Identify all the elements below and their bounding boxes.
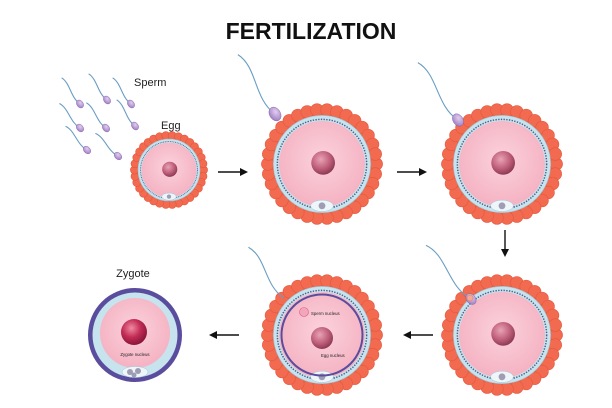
sperm [116, 99, 139, 131]
sperm-swarm [59, 73, 139, 161]
sperm-label: Sperm [134, 77, 166, 89]
sperm [85, 102, 110, 133]
polar-bodies [161, 192, 177, 201]
egg-stage-pronuclei [248, 246, 383, 396]
sperm [61, 77, 84, 109]
arrow-left-1 [403, 331, 433, 339]
zygote [88, 288, 182, 382]
zygote-nucleus [121, 319, 147, 345]
arrow-right-2 [397, 168, 427, 176]
egg-nucleus [311, 151, 335, 175]
sperm [95, 132, 123, 161]
vitelline-membrane [140, 141, 198, 199]
polar-bodies [310, 199, 334, 212]
vitelline-membrane [276, 118, 368, 210]
egg-label: Egg [161, 120, 181, 132]
vitelline-membrane [276, 289, 368, 381]
sperm [417, 62, 464, 127]
egg-stage-sperm-penetration [417, 62, 563, 225]
egg-nucleus [162, 161, 178, 177]
egg-stage-unfertilized [130, 131, 208, 209]
sperm [65, 125, 91, 155]
egg-pronucleus [311, 327, 333, 349]
page-title: FERTILIZATION [226, 18, 397, 44]
zygote-nucleus-label: Zygote nucleus [120, 352, 149, 357]
polar-bodies [490, 199, 514, 212]
egg-stage-sperm-contact [237, 54, 383, 225]
arrow-right-1 [218, 168, 248, 176]
egg-nucleus [491, 151, 515, 175]
acrosome-spot [466, 294, 474, 302]
sperm-nucleus [299, 307, 309, 317]
polar-bodies [121, 366, 149, 378]
vitelline-membrane [456, 118, 548, 210]
sperm-nucleus-label: Sperm nucleus [311, 311, 340, 316]
arrow-left-2 [209, 331, 239, 339]
arrow-down [501, 230, 509, 257]
fertilization-membrane [280, 293, 364, 377]
egg-nucleus-label: Egg nucleus [321, 353, 345, 358]
sperm [88, 73, 111, 105]
sperm [59, 102, 84, 133]
zygote-label: Zygote [116, 268, 150, 280]
egg-stage-sperm-entry [425, 244, 563, 396]
sperm [248, 246, 285, 299]
sperm [237, 54, 282, 122]
egg-nucleus [491, 322, 515, 346]
vitelline-membrane [456, 289, 548, 381]
polar-bodies [310, 370, 334, 383]
sperm [112, 77, 135, 109]
polar-bodies [490, 370, 514, 383]
